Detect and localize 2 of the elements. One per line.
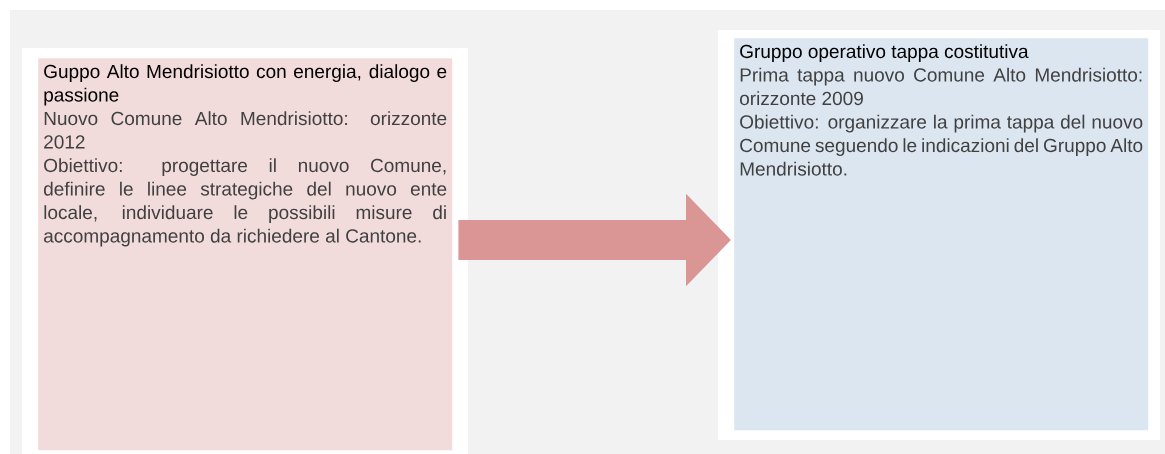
text-box: Guppo Alto Mendrisiotto con energia, dialogo e passione Nuovo Comune Alto Mendrisiotto: orizzonte 2012 Obiettivo: progettare il nuovo Comune, definire le linee strategiche del nuovo ente locale, individuare le possibili misure di accompagnamento da richiedere al Cantone.	[38, 58, 453, 451]
text-box: Gruppo operativo tappa costitutiva Prima tappa nuovo Comune Alto Mendrisiotto: orizzonte 2009 Obiettivo: organizzare la prima tappa del nuovo Comune seguendo le indicazioni del Gruppo Alto Mendrisiotto.	[734, 38, 1149, 431]
